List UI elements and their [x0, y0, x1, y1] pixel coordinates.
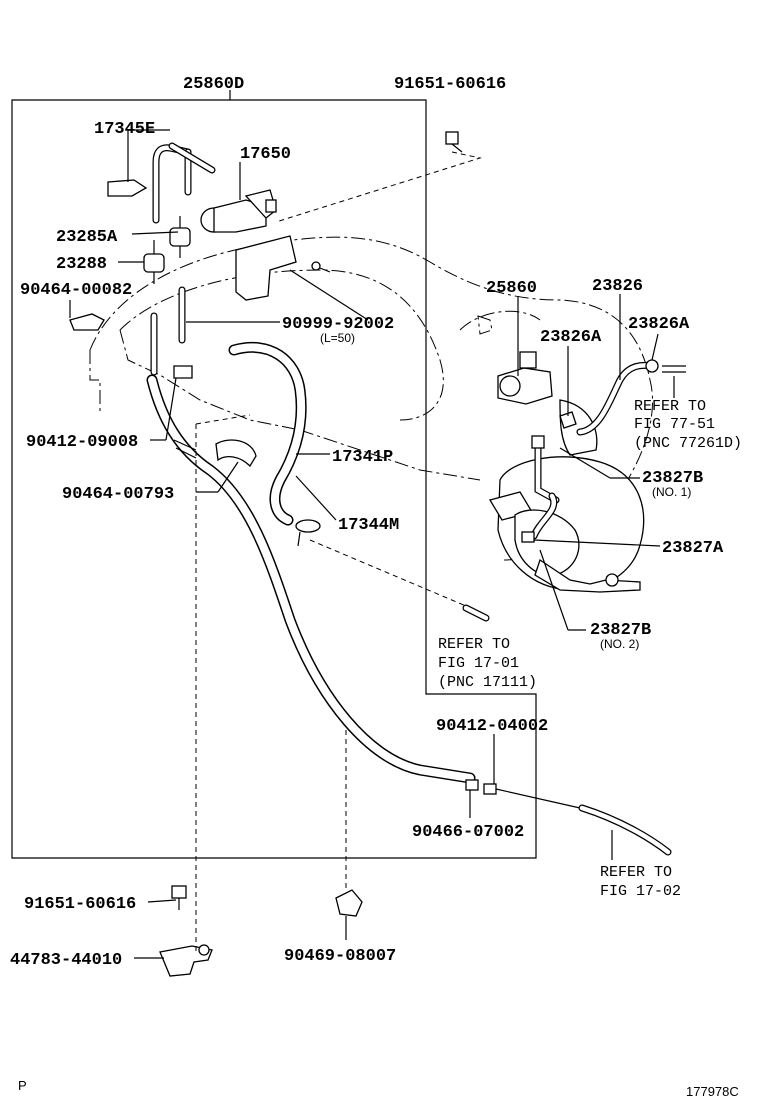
- label-90999-note: (L=50): [320, 331, 355, 345]
- vsv-25860: [497, 351, 553, 405]
- svg-text:(PNC 77261D): (PNC 77261D): [634, 435, 742, 452]
- label-23826A-left: 23826A: [540, 328, 602, 347]
- svg-text:REFER TO: REFER TO: [438, 636, 510, 653]
- ref-fig17-01[interactable]: REFER TO FIG 17-01 (PNC 17111): [438, 636, 537, 691]
- filter-23285A: [169, 216, 191, 258]
- fittings-04002: [465, 779, 581, 809]
- corner-left: P: [18, 1078, 27, 1093]
- clamp-90469: [335, 889, 363, 917]
- label-17341P: 17341P: [332, 448, 393, 467]
- label-23827B-2: 23827B: [590, 621, 651, 640]
- clamp-17344M: [295, 519, 321, 547]
- vsv-17650: [200, 189, 277, 233]
- label-25860: 25860: [486, 279, 537, 298]
- assembly-boundary: [11, 99, 537, 859]
- pipe-fig17-02: [578, 804, 672, 856]
- label-90412-04002: 90412-04002: [436, 717, 548, 736]
- hose-23827A: [521, 492, 558, 543]
- label-23826: 23826: [592, 277, 643, 296]
- ref-fig17-02[interactable]: REFER TO FIG 17-02: [600, 864, 681, 900]
- svg-text:(PNC 17111): (PNC 17111): [438, 674, 537, 691]
- pipe-17345E: [107, 142, 216, 224]
- label-23827A: 23827A: [662, 539, 724, 558]
- label-90464-00793: 90464-00793: [62, 485, 174, 504]
- corner-right: 177978C: [686, 1084, 739, 1099]
- bracket-44783: [159, 944, 213, 977]
- label-90464-00082: 90464-00082: [20, 281, 132, 300]
- label-90412-09008: 90412-09008: [26, 433, 138, 452]
- svg-text:REFER TO: REFER TO: [634, 398, 706, 415]
- svg-text:FIG 17-02: FIG 17-02: [600, 883, 681, 900]
- label-23827B-2-note: (NO. 2): [600, 637, 639, 651]
- throttle-body: [488, 399, 645, 593]
- label-90469-08007: 90469-08007: [284, 947, 396, 966]
- label-17650: 17650: [240, 145, 291, 164]
- label-23826A-right: 23826A: [628, 315, 690, 334]
- clip-90464-00793: [215, 439, 257, 468]
- label-23285A: 23285A: [56, 228, 118, 247]
- svg-text:REFER TO: REFER TO: [600, 864, 672, 881]
- leader-lines: [69, 90, 675, 959]
- label-23827B-1-note: (NO. 1): [652, 485, 691, 499]
- label-90999-92002: 90999-92002: [282, 315, 394, 334]
- ref-pipes: [462, 604, 490, 622]
- assembly-lines: [195, 151, 482, 952]
- bottom-bolt-91651: [171, 885, 187, 910]
- short-hoses: [150, 286, 193, 379]
- vsv-bracket: [235, 235, 331, 301]
- label-44783-44010: 44783-44010: [10, 951, 122, 970]
- svg-text:FIG 77-51: FIG 77-51: [634, 416, 715, 433]
- label-23288: 23288: [56, 255, 107, 274]
- bolt-91651-top: [445, 131, 463, 153]
- label-90466-07002: 90466-07002: [412, 823, 524, 842]
- hose-17341P: [228, 341, 307, 526]
- label-25860D: 25860D: [183, 75, 244, 94]
- label-23827B-1: 23827B: [642, 469, 703, 488]
- svg-text:FIG 17-01: FIG 17-01: [438, 655, 519, 672]
- label-91651-60616-bottom: 91651-60616: [24, 895, 136, 914]
- ref-fig77-51[interactable]: REFER TO FIG 77-51 (PNC 77261D): [634, 398, 742, 452]
- label-17345E: 17345E: [94, 120, 155, 139]
- long-hose: [146, 374, 476, 784]
- clip-90464-00082: [69, 313, 105, 331]
- label-17344M: 17344M: [338, 516, 399, 535]
- label-91651-60616-top: 91651-60616: [394, 75, 506, 94]
- filter-23288: [143, 240, 165, 284]
